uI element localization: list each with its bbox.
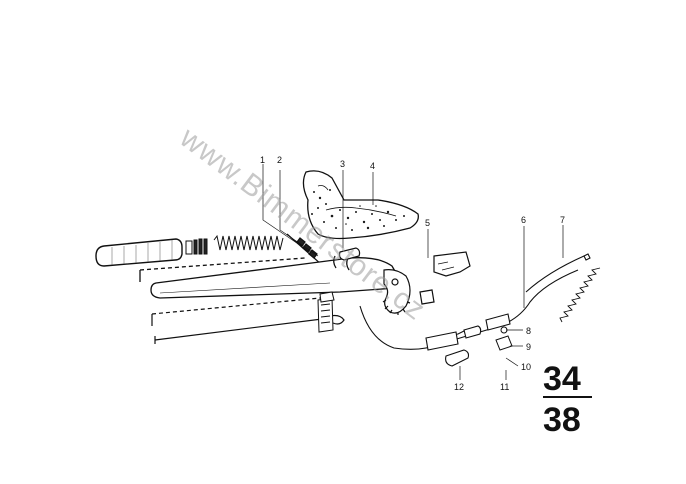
- cable-sleeve: [425, 313, 511, 351]
- lever-boot: [302, 170, 419, 240]
- handle-spring: [213, 234, 284, 251]
- leader-lines: [262, 164, 564, 380]
- callout-1: 1: [260, 155, 265, 165]
- group-ref-sub: 38: [543, 401, 581, 439]
- callout-4: 4: [370, 161, 375, 171]
- callout-12: 12: [454, 382, 464, 392]
- callout-6: 6: [521, 215, 526, 225]
- pivot-pin: [338, 247, 361, 261]
- callout-8: 8: [526, 326, 531, 336]
- cable-strand-right: [525, 253, 591, 293]
- callout-9: 9: [526, 342, 531, 352]
- group-ref-main: 34: [543, 360, 581, 398]
- grip-collar: [185, 238, 208, 255]
- callout-11: 11: [500, 382, 509, 392]
- callout-3: 3: [340, 159, 345, 169]
- callout-10: 10: [521, 362, 531, 372]
- callout-5: 5: [425, 218, 430, 228]
- pawl-rod: [151, 297, 345, 344]
- mounting-bracket: [419, 251, 471, 305]
- lever-body: [139, 255, 401, 299]
- cable-clip: [445, 349, 470, 367]
- callout-7: 7: [560, 215, 565, 225]
- adjusting-nut: [495, 326, 513, 351]
- pawl-clip: [317, 291, 335, 333]
- return-spring: [559, 267, 601, 323]
- ratchet-sector: [382, 269, 411, 315]
- boot-texture: [311, 189, 405, 231]
- callout-numbers: 1 2 3 4 5 6 7 8 9 10 11 12: [260, 155, 565, 392]
- group-reference: 34 38: [543, 360, 592, 439]
- handle-grip: [95, 238, 183, 267]
- callout-2: 2: [277, 155, 282, 165]
